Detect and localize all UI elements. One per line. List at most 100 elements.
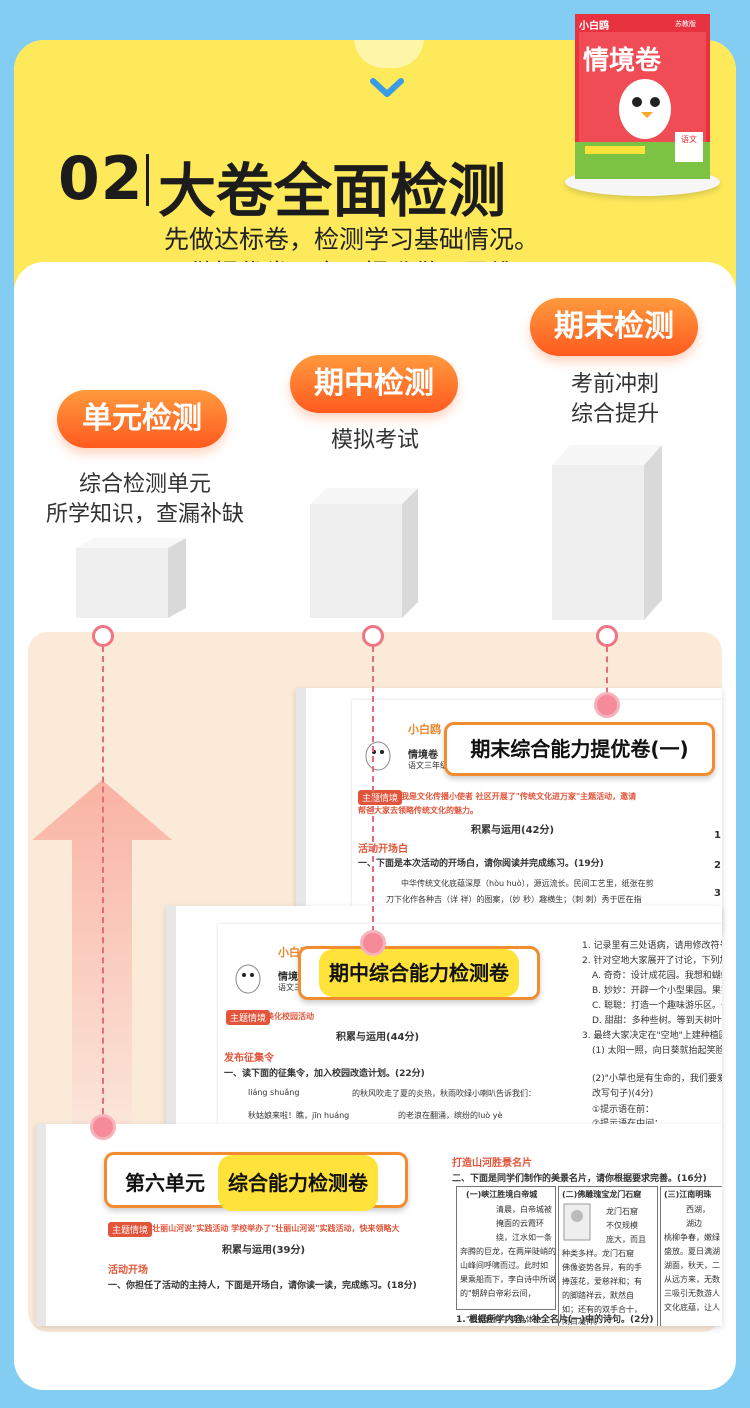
- card1-line: 山峰间呼啸而过。此时如: [460, 1261, 548, 1270]
- unit-right-title: 打造山河胜景名片: [452, 1158, 532, 1169]
- card1-line: 绕，江水如一条: [496, 1233, 552, 1242]
- section-title: 大卷全面检测: [158, 157, 507, 225]
- subtitle-line-1: 先做达标卷，检测学习基础情况。: [164, 225, 540, 254]
- card2-line: 如；还有的双手合十，: [562, 1305, 642, 1314]
- timeline-line-final: [606, 646, 608, 704]
- midterm-activity: 发布征集令: [224, 1053, 274, 1064]
- midterm-right-9: (2)"小草也是有生命的，我们要爱: [592, 1074, 722, 1084]
- card2-line: 佛像姿势各异，有的手: [562, 1263, 642, 1272]
- card3-line: 盛放。夏日满湖: [664, 1247, 720, 1256]
- stage-unit-desc-1: 综合检测单元: [78, 472, 211, 497]
- final-header-sub: 语文三年级上: [408, 761, 456, 770]
- cube-small: [76, 538, 186, 618]
- timeline-dot-final-top: [596, 625, 618, 647]
- top-notch: [354, 40, 424, 68]
- card3-line: 西湖，: [686, 1205, 710, 1214]
- midterm-right-7: 3. 最终大家决定在"空地"上建种植园: [582, 1031, 722, 1041]
- final-mark-2: 2.: [714, 860, 722, 871]
- unit-banner-left: 第六单元: [125, 1171, 205, 1195]
- midterm-q1-line1: liáng shuǎng: [248, 1088, 300, 1097]
- card1-line: "我们便有了切身体会。: [466, 1315, 550, 1324]
- card2-line: 庞大，而且: [606, 1235, 646, 1244]
- card2-line: 不仅规模: [606, 1221, 638, 1230]
- midterm-task-text: 美化校园活动: [266, 1012, 314, 1021]
- mascot-icon-2: [235, 964, 261, 994]
- scenery-card-1: [456, 1186, 556, 1310]
- midterm-right-11: ①提示语在前：: [592, 1105, 655, 1115]
- midterm-right-2: 2. 针对空地大家展开了讨论，下列加点: [582, 956, 722, 966]
- midterm-right-5: C. 聪聪：打造一个趣味游乐区。一: [592, 1001, 722, 1011]
- card1-line: 的"朝辞白帝彩云间，: [460, 1289, 536, 1298]
- card2-line: 闭目凝神。: [562, 1317, 602, 1326]
- card1-line: 掩面的云霞环: [496, 1219, 544, 1228]
- cube-large: [552, 445, 662, 620]
- midterm-header-sub: 语文三: [278, 983, 302, 992]
- midterm-header-small: 情境: [278, 972, 298, 983]
- stage-final-desc-2: 综合提升: [570, 402, 659, 427]
- midterm-right-6: D. 甜甜：多种些树。等到天树叶变: [592, 1016, 722, 1026]
- final-mark-1: 1.: [714, 830, 722, 841]
- final-logo: 小白鸥: [408, 723, 441, 736]
- section-number: 02: [58, 144, 144, 214]
- final-q1-text: 中华传统文化底蕴深厚（hòu huò），源远流长。民间工艺里，纸张在剪: [401, 879, 654, 888]
- midterm-right-3: A. 奇奇：设计成花园。我想和蝴蝶: [592, 971, 722, 981]
- midterm-right-1: 1. 记录里有三处语病，请用修改符号改: [582, 941, 722, 951]
- final-header-small: 情境卷: [408, 750, 438, 761]
- midterm-banner-text: 期中综合能力检测卷: [319, 949, 519, 997]
- stage-midterm-desc-1: 模拟考试: [330, 428, 419, 453]
- unit-task-tag: 主题情境: [108, 1222, 153, 1237]
- final-task-text: 我是文化传播小使者 社区开展了"传统文化进万家"主题活动，邀请: [401, 792, 637, 801]
- timeline-dot-midterm-top: [362, 625, 384, 647]
- unit-bottom-q: 1. 根据所学内容，补全名片(一)中的诗句。(2分): [456, 1315, 654, 1325]
- stage-unit-label: 单元检测: [57, 390, 227, 448]
- midterm-right-12: ②提示语在中间：: [592, 1119, 664, 1126]
- card3-line: 桃柳争春，嫩绿: [664, 1233, 720, 1242]
- scenery-card-3: [660, 1186, 722, 1326]
- final-banner-text: 期末综合能力提优卷(一): [470, 737, 689, 761]
- final-activity: 活动开场白: [358, 844, 408, 855]
- unit-paper: 主题情境 "壮丽山河说"实践活动 学校举办了"壮丽山河说"实践活动，快来领略大 …: [36, 1124, 722, 1326]
- card2-line: 捧莲花，爱慈祥和；有: [562, 1277, 642, 1286]
- unit-q1: 一、你担任了活动的主持人，下面是开场白，请你读一读，完成练习。(18分): [108, 1281, 417, 1291]
- chevron-down-icon: [370, 78, 404, 97]
- unit-activity: 活动开场: [108, 1265, 148, 1276]
- card2-title: (二)佛雕瑰宝龙门石窟: [562, 1190, 642, 1199]
- midterm-q1-line2: 秋姑娘来啦！瞧，jīn huáng: [248, 1111, 350, 1120]
- timeline-dot-midterm: [360, 930, 386, 956]
- stage-midterm-label: 期中检测: [290, 355, 458, 413]
- midterm-q1-line2b: 的老浪在翻涌，缤纷的luò yè: [398, 1111, 503, 1120]
- timeline-dot-final: [594, 692, 620, 718]
- card3-title: (三)江南明珠: [664, 1190, 712, 1199]
- midterm-q1-line1b: 的秋风吹走了夏的炎热，秋雨吹绿小喇叭告诉我们：: [352, 1089, 536, 1098]
- card3-line: 从远方来，无数: [664, 1275, 720, 1284]
- unit-task-text: "壮丽山河说"实践活动 学校举办了"壮丽山河说"实践活动，快来领略大: [148, 1224, 400, 1233]
- card2-line: 的脚踏祥云，默然自: [562, 1291, 634, 1300]
- unit-banner-right: 综合能力检测卷: [217, 1155, 378, 1211]
- stage-final-desc-1: 考前冲刺: [570, 372, 659, 397]
- cube-medium: [310, 488, 418, 618]
- final-task-text-2: 帮爸大家去领略传统文化的魅力。: [358, 806, 478, 815]
- final-q1-text-2: 刀下化作各种吉（详 祥）的图案，（妙 秒）趣横生；（刺 刺）秀于匠在指: [386, 895, 642, 904]
- mascot-icon: [365, 741, 391, 771]
- card3-line: 湖面，秋天，二: [664, 1261, 720, 1270]
- midterm-paper: 小白鸥 情境 语文三 主题情境 美化校园活动 积累与运用(44分) 发布征集令 …: [166, 906, 722, 1126]
- unit-section: 积累与运用(39分): [222, 1245, 306, 1256]
- midterm-right-4: B. 妙妙：开辟一个小型果园。果实: [592, 986, 722, 996]
- timeline-dot-unit: [90, 1114, 116, 1140]
- final-banner: 期末综合能力提优卷(一): [444, 722, 715, 776]
- book-corner: 苏教版: [675, 20, 696, 28]
- buddha-image: [563, 1203, 591, 1241]
- card1-line: 奔腾的巨龙，在两岸陡峭的: [460, 1247, 556, 1256]
- unit-banner: 第六单元 综合能力检测卷: [104, 1152, 408, 1211]
- book-cover: 小白鸥 苏教版 情境卷 语文: [575, 14, 710, 179]
- card1-line: 果乘船而下，李白诗中所说: [460, 1275, 556, 1284]
- timeline-line-unit: [102, 646, 104, 1124]
- midterm-right-8: (1) 太阳一照，向日葵就抬起笑脸，仿佛在: [592, 1046, 722, 1056]
- midterm-q1: 一、读下面的征集令，加入校园改造计划。(22分): [224, 1069, 425, 1079]
- divider: [146, 154, 149, 206]
- card2-line: 龙门石窟: [606, 1207, 638, 1216]
- midterm-right-10: 改写句子)(4分): [592, 1089, 654, 1099]
- timeline-line-midterm: [372, 646, 374, 942]
- card1-title: (一)峡江胜境白帝城: [466, 1190, 538, 1199]
- stage-final-label: 期末检测: [530, 298, 698, 356]
